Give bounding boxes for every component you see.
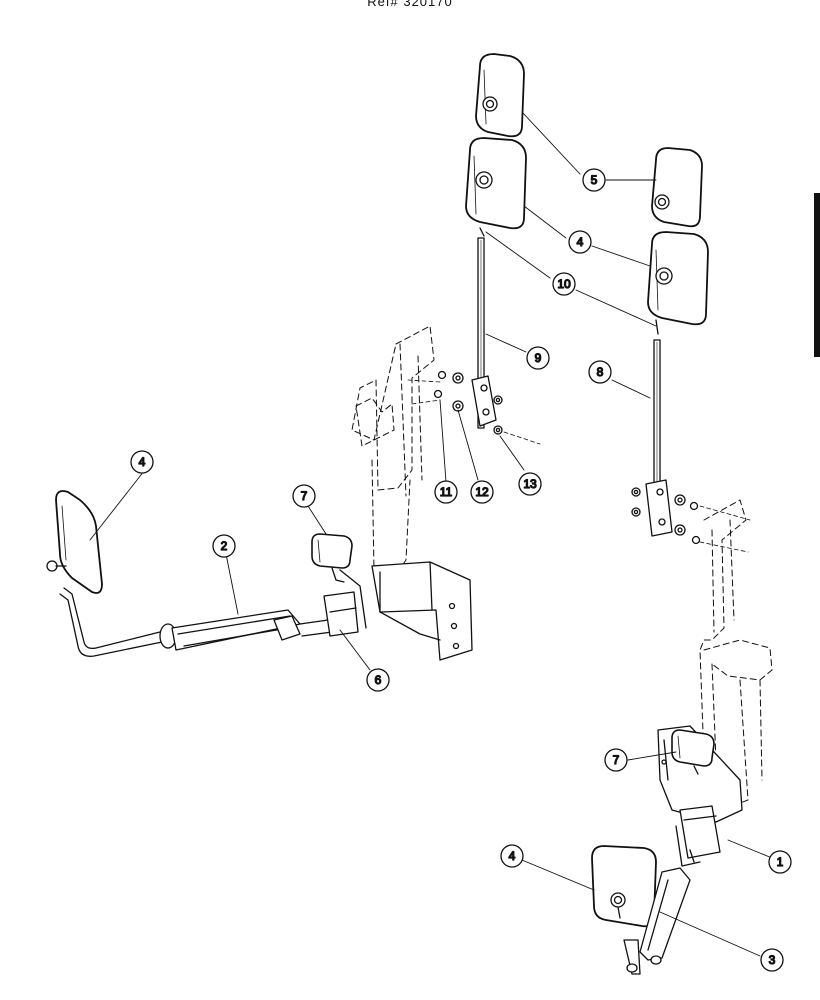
- left-post-base-plate: [371, 561, 473, 661]
- mirror-part-4-lower-right: [591, 845, 657, 928]
- svg-text:3: 3: [769, 953, 776, 967]
- svg-text:2: 2: [221, 539, 228, 553]
- callout-6: 6: [366, 668, 390, 692]
- callout-9: 9: [526, 346, 550, 370]
- callout-7-right: 7: [604, 748, 628, 772]
- callout-2: 2: [212, 534, 236, 558]
- hardware-set-left: [407, 370, 541, 445]
- work-light-part-7-right: [671, 729, 715, 775]
- leader-lines: [89, 111, 773, 957]
- mirror-part-4-left-arm: [46, 490, 103, 594]
- mirror-part-5-upper-right: [651, 147, 703, 228]
- callout-5: 5: [582, 168, 606, 192]
- svg-text:8: 8: [597, 365, 604, 379]
- mount-bracket-part-6: [323, 569, 367, 637]
- svg-text:4: 4: [577, 235, 584, 249]
- extension-arm-part-2: [59, 587, 333, 657]
- callout-10: 10: [552, 272, 576, 296]
- hardware-set-right: [631, 479, 751, 553]
- svg-text:9: 9: [535, 351, 542, 365]
- mirror-part-4-upper-right: [647, 231, 709, 326]
- callout-1: 1: [768, 850, 792, 874]
- svg-text:4: 4: [509, 849, 516, 863]
- mount-bracket-part-1: [675, 805, 721, 867]
- svg-text:10: 10: [557, 277, 571, 291]
- rod-part-8: [653, 319, 661, 491]
- callout-4-left: 4: [130, 450, 154, 474]
- callout-11: 11: [434, 480, 458, 504]
- svg-text:7: 7: [613, 753, 620, 767]
- svg-text:11: 11: [440, 485, 453, 499]
- section-tab-marker: [814, 193, 820, 357]
- svg-text:6: 6: [375, 673, 382, 687]
- svg-text:1: 1: [777, 855, 784, 869]
- callout-4-top: 4: [568, 230, 592, 254]
- work-light-part-7-left: [311, 533, 353, 583]
- cab-post-left-bracket: [351, 325, 435, 581]
- svg-text:13: 13: [523, 477, 537, 491]
- svg-text:5: 5: [591, 173, 598, 187]
- callout-4-bottom: 4: [500, 844, 524, 868]
- callout-13: 13: [518, 472, 542, 496]
- callout-7-left: 7: [292, 484, 316, 508]
- mirror-part-4-upper-left: [465, 137, 527, 230]
- mirror-part-5-upper-left: [475, 53, 525, 138]
- callout-3: 3: [760, 948, 784, 972]
- callout-12: 12: [470, 480, 494, 504]
- reference-number: Ref# 320170: [367, 0, 453, 9]
- svg-text:4: 4: [139, 455, 146, 469]
- callout-8: 8: [588, 360, 612, 384]
- svg-text:7: 7: [301, 489, 308, 503]
- svg-text:12: 12: [475, 485, 489, 499]
